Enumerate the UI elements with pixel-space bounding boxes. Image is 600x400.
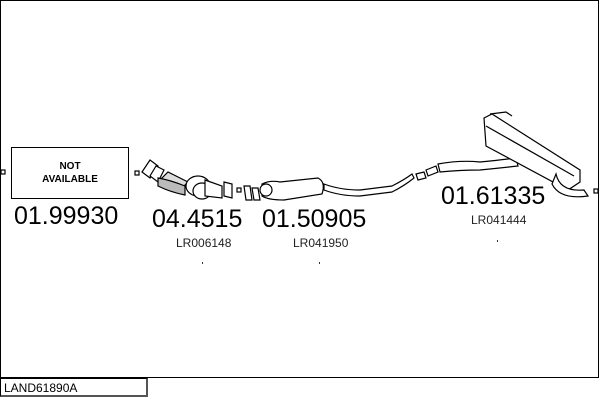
part-number[interactable]: 01.99930: [14, 202, 119, 230]
diagram-code: LAND61890A: [0, 378, 148, 397]
marker-dot: [319, 262, 320, 264]
part-number[interactable]: 04.4515: [152, 205, 243, 233]
centre-silencer-drawing: [243, 173, 415, 201]
catalytic-converter-drawing: [141, 159, 233, 200]
oem-reference: LR041444: [471, 213, 527, 227]
part-number[interactable]: 01.61335: [441, 182, 546, 210]
rear-silencer-drawing: [415, 111, 590, 198]
connector-icon: [134, 170, 140, 176]
connector-icon: [0, 169, 6, 175]
oem-reference: LR006148: [176, 236, 232, 250]
part-number[interactable]: 01.50905: [262, 205, 367, 233]
marker-dot: [497, 240, 498, 242]
connector-icon: [593, 188, 599, 194]
marker-dot: [202, 262, 203, 264]
connector-icon: [236, 187, 242, 193]
oem-reference: LR041950: [293, 236, 349, 250]
part-image-placeholder: NOT AVAILABLE: [11, 147, 129, 199]
